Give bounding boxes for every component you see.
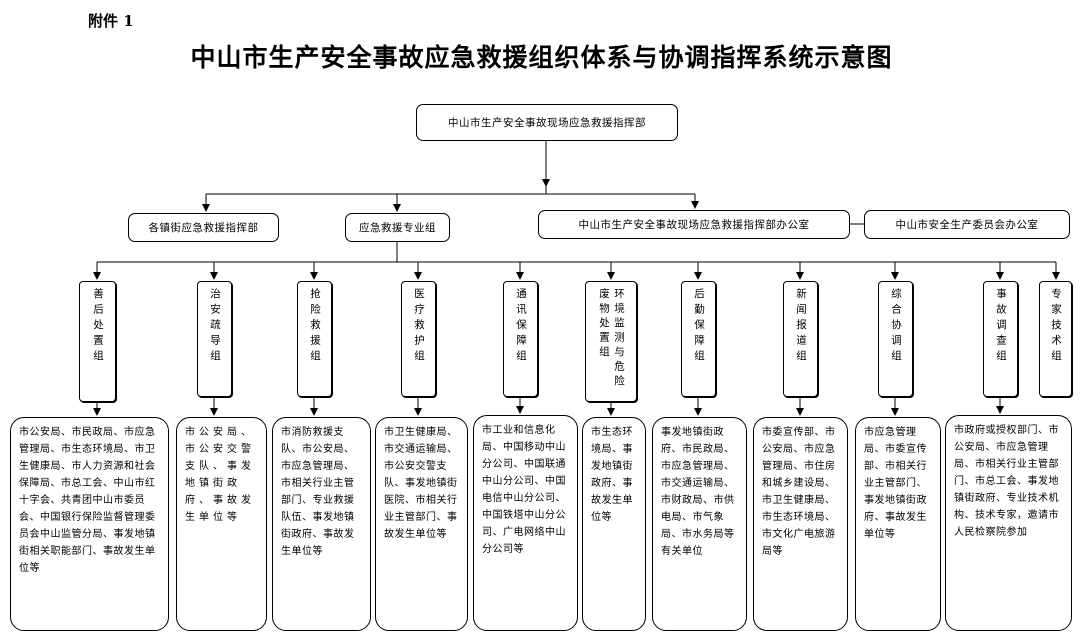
command-office-box: 中山市生产安全事故现场应急救援指挥部办公室: [538, 210, 850, 239]
members-box-communication: 市工业和信息化局、中国移动中山分公司、中国联通中山分公司、中国电信中山分公司、中…: [473, 415, 578, 631]
members-box-aftermath: 市公安局、市民政局、市应急管理局、市生态环境局、市卫生健康局、市人力资源和社会保…: [10, 417, 169, 631]
group-label: 综合协调组: [890, 288, 902, 366]
members-box-rescue: 市消防救援支队、市公安局、市应急管理局、市相关行业主管部门、专业救援队伍、事发地…: [272, 417, 371, 631]
group-label: 医疗救护组: [413, 288, 425, 366]
group-label: 治安疏导组: [209, 288, 221, 366]
attachment-label: 附件 1: [88, 12, 134, 30]
members-box-investigation: 市政府或授权部门、市公安局、市应急管理局、市相关行业主管部门、市总工会、事发地镇…: [945, 415, 1072, 631]
group-box-news: 新闻报道组: [783, 281, 818, 397]
group-label: 新闻报道组: [795, 288, 807, 366]
group-box-aftermath: 善后处置组: [79, 281, 116, 402]
members-box-coordination: 市应急管理局、市委宣传部、市相关行业主管部门、事发地镇街政府、事故发生单位等: [855, 417, 941, 631]
on-site-command-box: 中山市生产安全事故现场应急救援指挥部: [416, 104, 678, 141]
group-label: 事故调查组: [995, 288, 1007, 366]
group-box-coordination: 综合协调组: [878, 281, 913, 397]
members-box-logistics: 事发地镇街政府、市民政局、市应急管理局、市交通运输局、市财政局、市供电局、市气象…: [652, 417, 747, 631]
members-box-environment: 市生态环境局、事发地镇街政府、事故发生单位等: [582, 417, 646, 631]
group-box-rescue: 抢险救援组: [297, 281, 332, 397]
group-box-public-order: 治安疏导组: [197, 281, 232, 397]
members-box-public-order: 市公安局、市公安交警支队、事发地镇街政府、事故发生单位等: [176, 417, 267, 631]
group-box-investigation: 事故调查组: [983, 281, 1018, 397]
group-box-environment: 环境监测与危险废物处置组: [585, 281, 637, 402]
expert-team-box: 应急救援专业组: [345, 213, 450, 242]
group-label: 后勤保障组: [693, 288, 705, 366]
group-label: 通讯保障组: [515, 288, 527, 366]
group-label: 抢险救援组: [309, 288, 321, 366]
group-box-expert-tech: 专家技术组: [1039, 281, 1072, 397]
group-label: 善后处置组: [92, 288, 104, 366]
town-command-box: 各镇街应急救援指挥部: [128, 213, 279, 242]
group-label: 专家技术组: [1050, 288, 1062, 366]
group-box-medical: 医疗救护组: [401, 281, 436, 397]
members-box-medical: 市卫生健康局、市交通运输局、市公安交警支队、事发地镇街医院、市相关行业主管部门、…: [375, 417, 468, 631]
group-label: 环境监测与危险废物处置组: [598, 288, 625, 390]
page-title: 中山市生产安全事故应急救援组织体系与协调指挥系统示意图: [190, 43, 893, 72]
group-box-communication: 通讯保障组: [503, 281, 538, 397]
safety-committee-office-box: 中山市安全生产委员会办公室: [864, 210, 1070, 239]
group-box-logistics: 后勤保障组: [681, 281, 716, 397]
members-box-news: 市委宣传部、市公安局、市应急管理局、市住房和城乡建设局、市卫生健康局、市生态环境…: [753, 417, 848, 631]
